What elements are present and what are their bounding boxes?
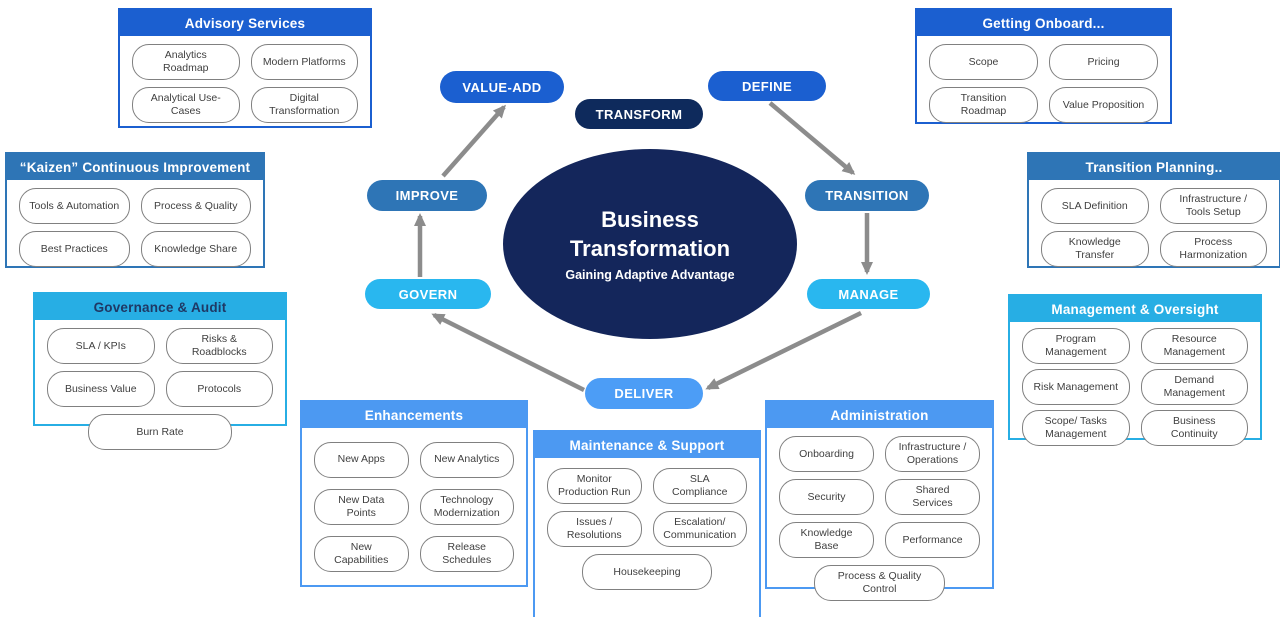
service-pill: Business Continuity	[1140, 410, 1248, 446]
service-pill: Process & Quality Control	[814, 565, 945, 601]
arrow-improve-to-value-add	[441, 104, 506, 178]
service-pill: Infrastructure / Tools Setup	[1159, 188, 1267, 224]
box-title: “Kaizen” Continuous Improvement	[7, 154, 263, 180]
arrow-manage-to-deliver	[705, 310, 862, 391]
service-pill: Demand Management	[1140, 369, 1248, 405]
box-advisory-services: Advisory Services Analytics Roadmap Moder…	[118, 8, 372, 128]
pill-group: SLA Definition Infrastructure / Tools Set…	[1029, 180, 1279, 275]
box-title: Advisory Services	[120, 10, 370, 36]
box-maintenance-support: Maintenance & Support Monitor Production…	[533, 430, 761, 617]
service-pill: Scope	[929, 44, 1038, 80]
service-pill: Housekeeping	[582, 554, 712, 590]
service-pill: Risks & Roadblocks	[165, 328, 273, 364]
box-title: Administration	[767, 402, 992, 428]
node-deliver: DELIVER	[585, 378, 703, 409]
service-pill: Performance	[885, 522, 980, 558]
diagram-title: Business Transformation	[569, 206, 731, 261]
service-pill: SLA Compliance	[652, 468, 747, 504]
box-title: Enhancements	[302, 402, 526, 428]
service-pill: Business Value	[47, 371, 155, 407]
service-pill: Knowledge Share	[140, 231, 251, 267]
box-title: Getting Onboard...	[917, 10, 1170, 36]
node-manage: MANAGE	[807, 279, 930, 309]
service-pill: Knowledge Transfer	[1041, 231, 1149, 267]
service-pill: Process Harmonization	[1159, 231, 1267, 267]
box-title: Governance & Audit	[35, 294, 285, 320]
node-define: DEFINE	[708, 71, 826, 101]
service-pill: Risk Management	[1022, 369, 1130, 405]
service-pill: Escalation/ Communication	[652, 511, 747, 547]
service-pill: Pricing	[1049, 44, 1158, 80]
service-pill: New Capabilities	[314, 535, 409, 572]
arrow-define-to-transition	[768, 101, 856, 175]
arrow-deliver-to-govern	[431, 312, 586, 393]
service-pill: Scope/ Tasks Management	[1022, 410, 1130, 446]
box-transition-planning: Transition Planning.. SLA Definition Infr…	[1027, 152, 1280, 268]
service-pill: New Apps	[314, 441, 409, 478]
service-pill: Transition Roadmap	[929, 87, 1038, 123]
node-improve: IMPROVE	[367, 180, 487, 211]
service-pill: Technology Modernization	[419, 488, 514, 525]
service-pill: SLA / KPIs	[47, 328, 155, 364]
service-pill: Value Proposition	[1049, 87, 1158, 123]
service-pill: New Analytics	[419, 441, 514, 478]
diagram-subtitle: Gaining Adaptive Advantage	[565, 268, 735, 283]
service-pill: Burn Rate	[87, 414, 233, 450]
node-transform: TRANSFORM	[575, 99, 703, 129]
service-pill: Analytics Roadmap	[132, 44, 240, 80]
box-title: Maintenance & Support	[535, 432, 759, 458]
service-pill: SLA Definition	[1041, 188, 1149, 224]
service-pill: Infrastructure / Operations	[885, 436, 980, 472]
service-pill: Tools & Automation	[19, 188, 130, 224]
service-pill: Issues / Resolutions	[547, 511, 642, 547]
service-pill: Onboarding	[779, 436, 874, 472]
service-pill: Knowledge Base	[779, 522, 874, 558]
node-value-add: VALUE-ADD	[440, 71, 564, 103]
box-administration: Administration Onboarding Infrastructure …	[765, 400, 994, 601]
box-governance-audit: Governance & Audit SLA / KPIs Risks & Roa…	[33, 292, 287, 450]
service-pill: Release Schedules	[419, 535, 514, 572]
service-pill: New Data Points	[314, 488, 409, 525]
box-kaizen-continuous-improvement: “Kaizen” Continuous Improvement Tools & …	[5, 152, 265, 268]
node-govern: GOVERN	[365, 279, 491, 309]
service-pill: Protocols	[165, 371, 273, 407]
node-transition: TRANSITION	[805, 180, 929, 211]
box-title: Management & Oversight	[1010, 296, 1260, 322]
box-management-oversight: Management & Oversight Program Managemen…	[1008, 294, 1262, 446]
service-pill: Modern Platforms	[250, 44, 358, 80]
service-pill: Program Management	[1022, 328, 1130, 364]
service-pill: Digital Transformation	[250, 87, 358, 123]
service-pill: Analytical Use-Cases	[132, 87, 240, 123]
service-pill: Resource Management	[1140, 328, 1248, 364]
service-pill: Best Practices	[19, 231, 130, 267]
service-pill: Security	[779, 479, 874, 515]
service-pill: Process & Quality	[140, 188, 251, 224]
service-pill: Monitor Production Run	[547, 468, 642, 504]
service-pill: Shared Services	[885, 479, 980, 515]
box-title: Transition Planning..	[1029, 154, 1279, 180]
center-ellipse: Business Transformation Gaining Adaptive…	[503, 149, 797, 339]
